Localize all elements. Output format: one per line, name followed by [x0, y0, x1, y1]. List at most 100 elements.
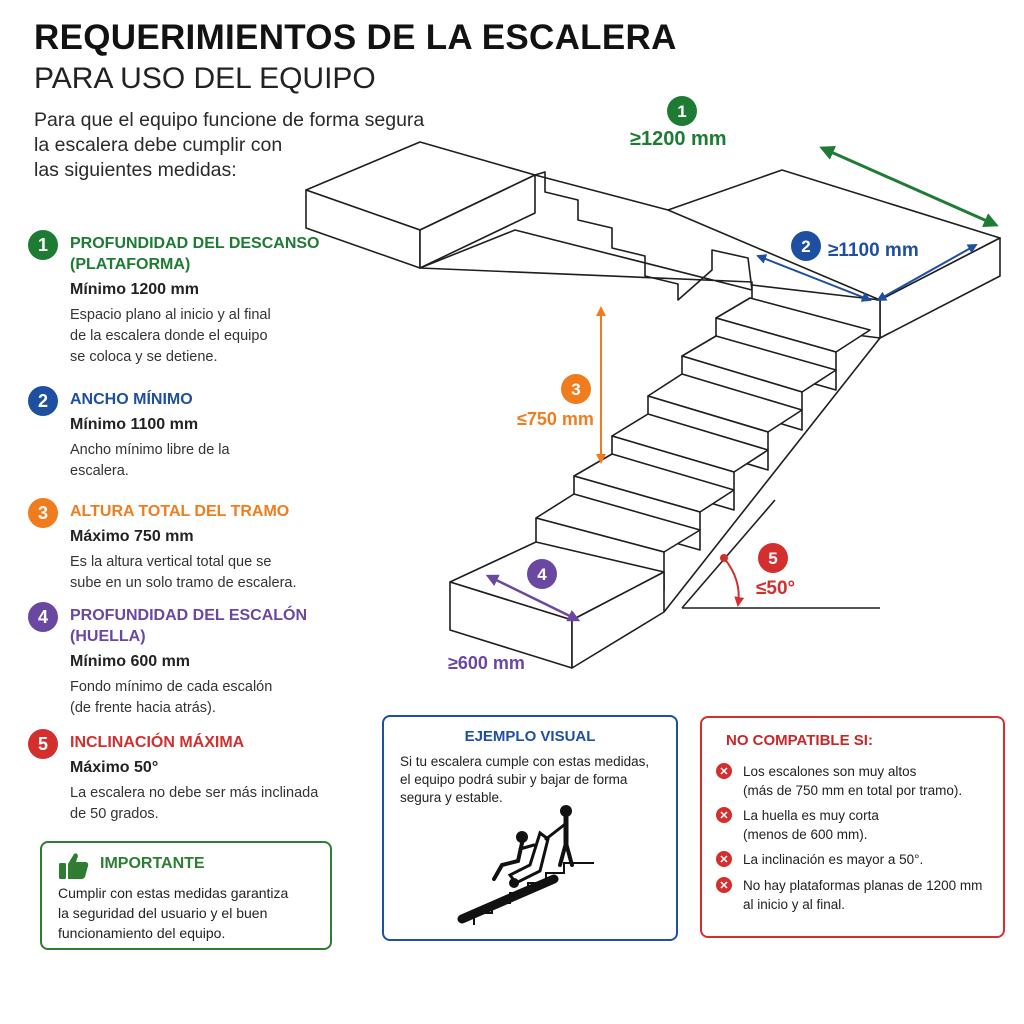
heading-line: ALTURA TOTAL DEL TRAMO — [70, 503, 290, 520]
label-landing-depth: ≥1200 mm — [630, 128, 727, 150]
not-compatible-box: NO COMPATIBLE SI: ✕ Los escalones son mu… — [700, 716, 1005, 938]
visual-example-line: el equipo podrá subir y bajar de forma — [400, 772, 628, 787]
requirement-heading: ALTURA TOTAL DEL TRAMO — [70, 498, 358, 522]
heading-line: PROFUNDIDAD DEL ESCALÓN — [70, 607, 308, 624]
heading-line: ANCHO MÍNIMO — [70, 391, 193, 408]
visual-example-text: Si tu escalera cumple con estas medidas,… — [400, 753, 662, 807]
important-line: Cumplir con estas medidas garantiza — [58, 885, 289, 901]
not-compatible-item: ✕ La inclinación es mayor a 50°. — [716, 850, 996, 869]
stair-outline — [305, 141, 1001, 669]
diagram-badge-4-number: 4 — [537, 565, 547, 584]
visual-example-line: Si tu escalera cumple con estas medidas, — [400, 754, 650, 769]
diagram-badge-5-number: 5 — [768, 549, 777, 568]
requirement-max-incline: 5 INCLINACIÓN MÁXIMA Máximo 50° La escal… — [28, 729, 358, 825]
requirement-minimum: Máximo 50° — [70, 759, 159, 776]
heading-line: PROFUNDIDAD DEL DESCANSO — [70, 235, 320, 252]
diagram-badge-4 — [527, 559, 557, 589]
diagram-badge-3 — [561, 374, 591, 404]
description-line: sube en un solo tramo de escalera. — [70, 575, 297, 591]
label-total-height: ≤750 mm — [517, 409, 594, 429]
requirement-depth-landing: 1 PROFUNDIDAD DEL DESCANSO (PLATAFORMA) … — [28, 230, 358, 368]
requirement-description: Fondo mínimo de cada escalón (de frente … — [70, 677, 358, 719]
heading-line: INCLINACIÓN MÁXIMA — [70, 734, 245, 751]
requirement-heading: PROFUNDIDAD DEL DESCANSO (PLATAFORMA) — [70, 230, 358, 275]
number-badge-2: 2 — [28, 386, 58, 416]
not-compatible-line: al inicio y al final. — [743, 897, 846, 912]
upper-flight-edge — [534, 174, 669, 211]
requirement-total-height: 3 ALTURA TOTAL DEL TRAMO Máximo 750 mm E… — [28, 498, 358, 594]
page-subtitle: PARA USO DEL EQUIPO — [34, 62, 376, 95]
diagram-badge-1 — [667, 96, 697, 126]
description-line: se coloca y se detiene. — [70, 349, 218, 365]
visual-example-box: EJEMPLO VISUAL Si tu escalera cumple con… — [382, 715, 678, 941]
description-line: Espacio plano al inicio y al final — [70, 307, 271, 323]
requirement-step-depth: 4 PROFUNDIDAD DEL ESCALÓN (HUELLA) Mínim… — [28, 602, 358, 719]
diagram-badge-1-number: 1 — [677, 102, 686, 121]
important-title: IMPORTANTE — [100, 855, 205, 872]
intro-line: Para que el equipo funcione de forma seg… — [34, 109, 425, 131]
visual-example-title: EJEMPLO VISUAL — [464, 728, 596, 745]
requirement-minimum: Máximo 750 mm — [70, 528, 194, 545]
requirement-minimum: Mínimo 600 mm — [70, 653, 191, 670]
number-badge-5: 5 — [28, 729, 58, 759]
angle-arc — [723, 557, 745, 607]
not-compatible-line: Los escalones son muy altos — [743, 764, 917, 779]
label-step-depth: ≥600 mm — [448, 653, 525, 673]
not-compatible-item: ✕ La huella es muy corta (menos de 600 m… — [716, 806, 996, 844]
lower-flight-stringer — [663, 337, 881, 613]
not-compatible-item: ✕ No hay plataformas planas de 1200 mm a… — [716, 876, 996, 914]
number-badge-4: 4 — [28, 602, 58, 632]
description-line: de 50 grados. — [70, 806, 159, 822]
requirement-description: Ancho mínimo libre de la escalera. — [70, 440, 358, 482]
visual-example-line: segura y estable. — [400, 790, 503, 805]
not-compatible-line: La huella es muy corta — [743, 808, 879, 823]
number-badge-1: 1 — [28, 230, 58, 260]
upper-left-landing-front — [419, 174, 536, 269]
description-line: Ancho mínimo libre de la — [70, 442, 230, 458]
requirement-minimum: Mínimo 1200 mm — [70, 281, 199, 298]
not-compatible-line: La inclinación es mayor a 50°. — [743, 852, 924, 867]
diagram-badge-5 — [758, 543, 788, 573]
requirement-description: Es la altura vertical total que se sube … — [70, 552, 358, 594]
diagram-badge-2 — [791, 231, 821, 261]
important-line: funcionamiento del equipo. — [58, 925, 226, 941]
heading-line: (HUELLA) — [70, 628, 146, 645]
intro-text: Para que el equipo funcione de forma seg… — [34, 108, 474, 183]
angle-slope-line — [681, 499, 776, 609]
x-circle-icon: ✕ — [716, 851, 732, 867]
label-min-width: ≥1100 mm — [828, 240, 919, 261]
x-circle-icon: ✕ — [716, 877, 732, 893]
requirement-heading: ANCHO MÍNIMO — [70, 386, 358, 410]
arrow-landing-depth — [819, 145, 999, 228]
intro-line: la escalera debe cumplir con — [34, 134, 283, 156]
x-circle-icon: ✕ — [716, 763, 732, 779]
description-line: (de frente hacia atrás). — [70, 700, 216, 716]
description-line: Es la altura vertical total que se — [70, 554, 272, 570]
not-compatible-title: NO COMPATIBLE SI: — [726, 732, 873, 749]
page-title: REQUERIMIENTOS DE LA ESCALERA — [34, 18, 677, 57]
not-compatible-line: (menos de 600 mm). — [743, 827, 868, 842]
intro-line: las siguientes medidas: — [34, 159, 237, 181]
description-line: de la escalera donde el equipo — [70, 328, 268, 344]
label-max-incline: ≤50° — [756, 578, 795, 599]
thumbs-up-icon — [59, 853, 89, 879]
requirement-min-width: 2 ANCHO MÍNIMO Mínimo 1100 mm Ancho míni… — [28, 386, 358, 482]
description-line: escalera. — [70, 463, 129, 479]
diagram-badge-3-number: 3 — [571, 380, 580, 399]
angle-point — [720, 554, 728, 562]
x-circle-icon: ✕ — [716, 807, 732, 823]
not-compatible-line: No hay plataformas planas de 1200 mm — [743, 878, 983, 893]
diagram-badge-2-number: 2 — [801, 237, 810, 256]
important-box: IMPORTANTE Cumplir con estas medidas gar… — [40, 841, 332, 950]
arrow-width-a — [756, 254, 872, 302]
requirement-heading: PROFUNDIDAD DEL ESCALÓN (HUELLA) — [70, 602, 358, 647]
description-line: La escalera no debe ser más inclinada — [70, 785, 319, 801]
not-compatible-line: (más de 750 mm en total por tramo). — [743, 783, 963, 798]
heading-line: (PLATAFORMA) — [70, 256, 191, 273]
number-badge-3: 3 — [28, 498, 58, 528]
requirement-minimum: Mínimo 1100 mm — [70, 416, 199, 433]
stair-climber-illustration — [457, 805, 594, 925]
requirement-description: Espacio plano al inicio y al final de la… — [70, 305, 358, 368]
upper-flight-steps — [534, 171, 753, 301]
important-line: la seguridad del usuario y el buen — [58, 905, 268, 921]
